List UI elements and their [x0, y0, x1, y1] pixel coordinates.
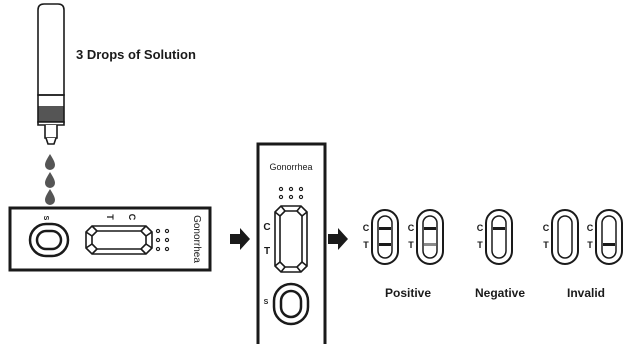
negative-label: Negative [475, 286, 525, 300]
result-strip-positive-1: C T [363, 209, 399, 265]
result-window-v [274, 205, 308, 273]
strip-c-label: C [477, 223, 484, 233]
result-strip-invalid-1: C T [543, 209, 579, 265]
arrow-right-icon [230, 228, 250, 250]
sample-label-h: S [42, 216, 49, 221]
arrow-right-icon [328, 228, 348, 250]
strip-t-label: T [543, 240, 549, 250]
sample-well-v [272, 282, 310, 326]
control-line [379, 227, 391, 230]
test-line-faint [424, 243, 436, 246]
strip-t-label: T [587, 240, 593, 250]
sample-label-v: S [264, 299, 269, 306]
strip-t-label: T [363, 240, 369, 250]
droplet-icon [45, 154, 55, 170]
dot-grid-v [278, 186, 304, 200]
result-strip-invalid-2: C T [587, 209, 623, 265]
instruction-text: 3 Drops of Solution [76, 47, 196, 62]
strip-t-label: T [408, 240, 414, 250]
result-strip-negative: C T [477, 209, 513, 265]
invalid-label: Invalid [567, 286, 605, 300]
droplets [45, 154, 55, 205]
strip-t-label: T [477, 240, 483, 250]
droplet-icon [45, 189, 55, 205]
strip-c-label: C [587, 223, 594, 233]
control-line [424, 227, 436, 230]
dropper-band [38, 106, 64, 122]
result-strip-positive-2: C T [408, 209, 444, 265]
cassette-vertical: Gonorrhea C T S [256, 142, 327, 344]
dot-grid-h [155, 228, 170, 252]
result-window-h [85, 225, 153, 255]
cassette-horizontal: S T C Gonorrhea [8, 206, 212, 272]
brand-label-h: Gonorrhea [191, 215, 202, 263]
test-line [603, 243, 615, 246]
brand-label-v: Gonorrhea [269, 162, 312, 172]
control-line [493, 227, 505, 230]
control-label-h: C [127, 214, 137, 221]
test-label-h: T [105, 214, 115, 220]
control-label-v: C [263, 222, 270, 233]
test-line [379, 243, 391, 246]
strip-c-label: C [543, 223, 550, 233]
strip-c-label: C [363, 223, 370, 233]
sample-well-h [28, 222, 70, 258]
droplet-icon [45, 172, 55, 188]
positive-label: Positive [385, 286, 431, 300]
test-label-v: T [264, 246, 270, 257]
strip-c-label: C [408, 223, 415, 233]
dropper-icon [37, 3, 65, 145]
